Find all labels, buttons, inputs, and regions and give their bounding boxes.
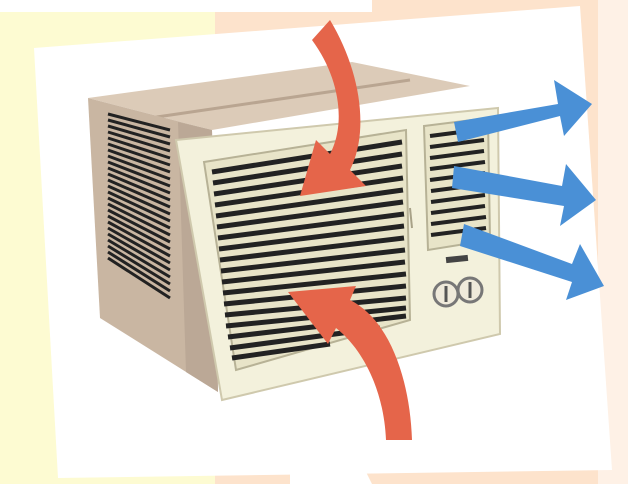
curved-arrow-icon	[288, 286, 412, 440]
intake-arrows	[288, 20, 412, 440]
straight-arrow-icon	[452, 164, 596, 226]
side-vents	[107, 112, 171, 300]
straight-arrow-icon	[454, 80, 592, 142]
curved-arrow-icon	[300, 20, 366, 196]
outflow-arrows	[452, 80, 604, 300]
straight-arrow-icon	[460, 224, 604, 300]
air-conditioner	[88, 62, 502, 402]
control-panel	[432, 254, 484, 308]
